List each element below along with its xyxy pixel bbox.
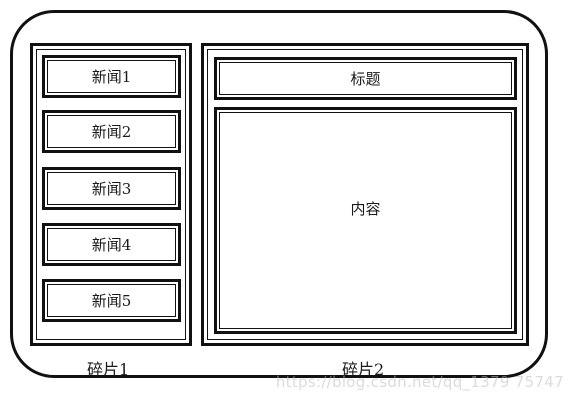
fragment-2-panel (201, 43, 529, 346)
content-box: 内容 (214, 107, 517, 334)
fragment-1-caption: 碎片1 (87, 360, 130, 379)
news-item-4[interactable]: 新闻4 (42, 223, 181, 266)
news-item-label: 新闻5 (91, 292, 132, 310)
news-item-label: 新闻2 (91, 123, 132, 141)
news-item-2[interactable]: 新闻2 (42, 110, 181, 153)
news-item-label: 新闻1 (91, 68, 132, 86)
news-item-5[interactable]: 新闻5 (42, 279, 181, 322)
fragment-2-caption: 碎片2 (342, 360, 385, 379)
content-label: 内容 (350, 200, 381, 218)
news-item-label: 新闻4 (91, 236, 132, 254)
news-item-label: 新闻3 (91, 180, 132, 198)
news-item-1[interactable]: 新闻1 (42, 55, 181, 98)
title-box: 标题 (214, 57, 517, 100)
device-frame (10, 10, 548, 378)
news-item-3[interactable]: 新闻3 (42, 167, 181, 210)
fragment-1-panel (30, 43, 192, 346)
watermark-url: https://blog.csdn.net/qq_1379 75747 (275, 373, 564, 391)
title-label: 标题 (350, 70, 381, 88)
